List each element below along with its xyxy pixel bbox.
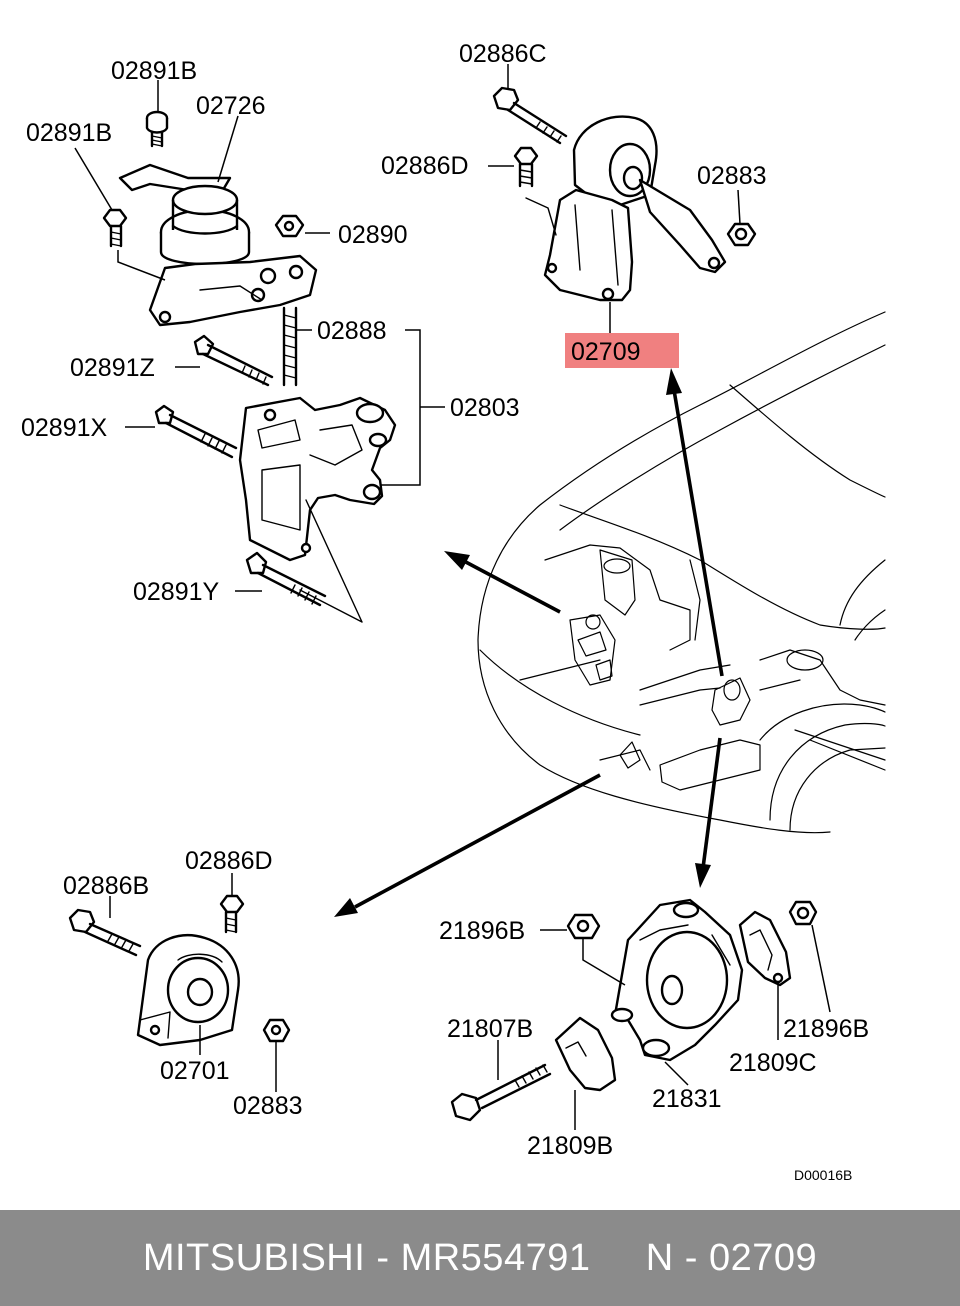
label-02891B-top: 02891B [111,57,197,85]
label-02803: 02803 [450,394,520,422]
diagram-code: D00016B [794,1167,852,1183]
label-21809B: 21809B [527,1132,613,1160]
leader-lines [74,64,831,1130]
label-02891Y: 02891Y [133,578,220,606]
car-body-outline [477,311,886,834]
mount-02709-drawing [492,86,757,302]
part-number-footer: MITSUBISHI - MR554791 N - 02709 [0,1210,960,1306]
label-02701: 02701 [160,1057,230,1085]
label-21896B-left: 21896B [439,917,525,945]
parts-diagram: 02891B 02726 02891B 02890 02888 02891Z 0… [21,40,886,1183]
mount-02701-drawing [68,894,291,1047]
label-02883-bottom: 02883 [233,1092,303,1120]
footer-text: MITSUBISHI - MR554791 N - 02709 [142,1236,818,1279]
label-02726: 02726 [196,92,266,120]
label-02890: 02890 [338,221,408,249]
label-02891Z: 02891Z [70,354,155,382]
part-labels: 02891B 02726 02891B 02890 02888 02891Z 0… [21,40,869,1183]
label-02886C: 02886C [459,40,547,68]
label-02886D-bottom: 02886D [185,847,273,875]
label-21831: 21831 [652,1085,722,1113]
label-21807B: 21807B [447,1015,533,1043]
label-02888: 02888 [317,317,387,345]
pointer-arrows [334,368,724,917]
label-02883-top: 02883 [697,162,767,190]
label-02709: 02709 [571,338,641,366]
mount-21831-drawing [450,898,818,1122]
label-02886D-top: 02886D [381,152,469,180]
label-21896B-right: 21896B [783,1015,869,1043]
mount-02726-drawing [102,110,397,623]
label-02891X: 02891X [21,414,108,442]
label-21809C: 21809C [729,1049,817,1077]
part-highlight [565,333,679,368]
label-02891B-left: 02891B [26,119,112,147]
label-02886B: 02886B [63,872,149,900]
